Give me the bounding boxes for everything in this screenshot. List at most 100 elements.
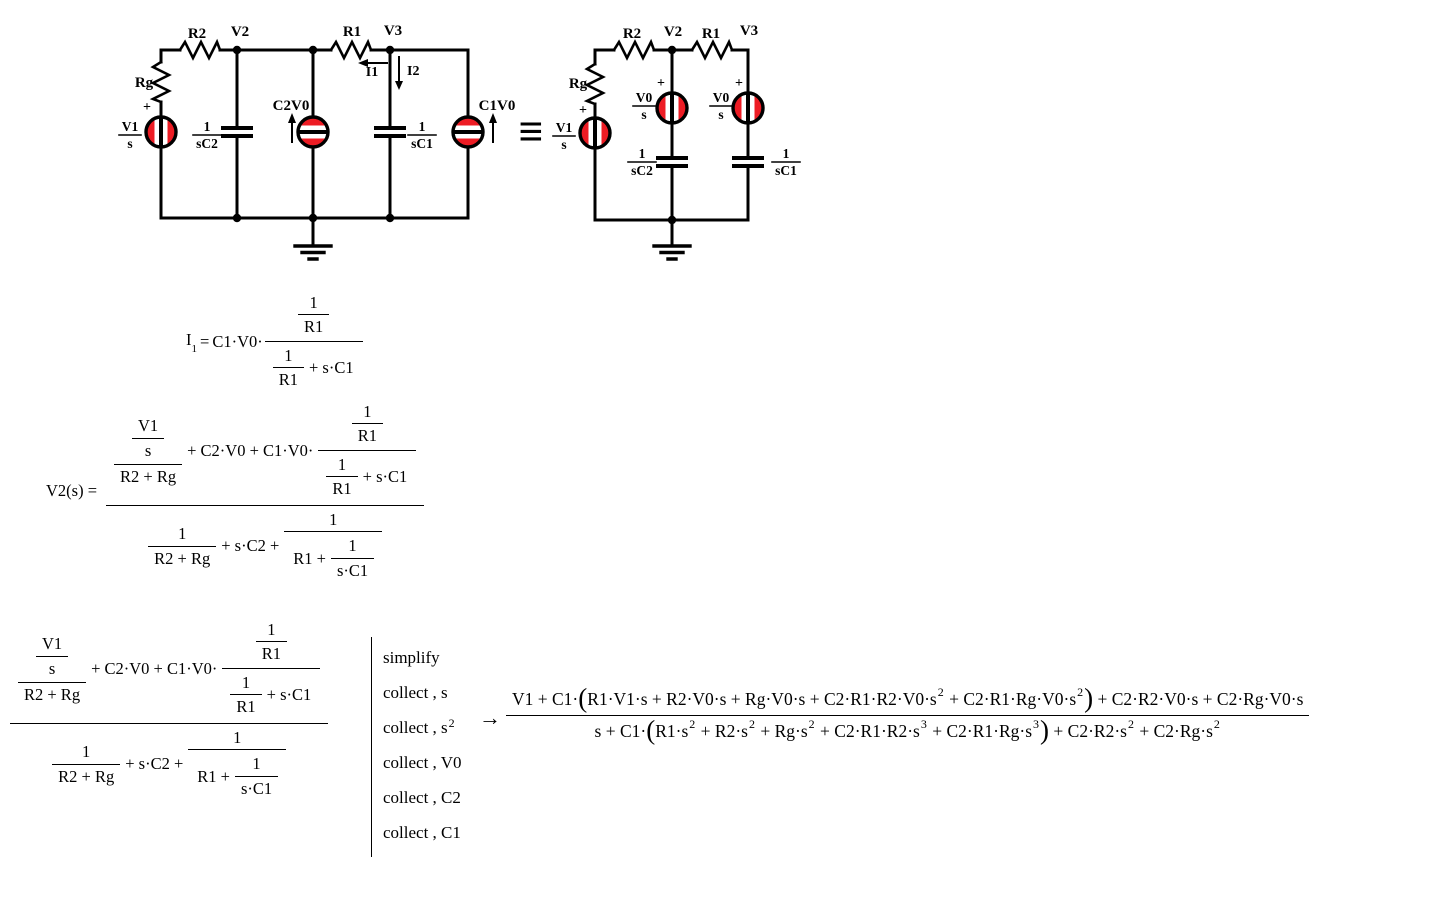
voltage-source-v1s: [146, 116, 176, 148]
plus-sign: +: [657, 76, 665, 91]
result-numerator: V1 + C1·(R1·V1·s + R2·V0·s + Rg·V0·s + C…: [506, 684, 1309, 715]
plus-sign: +: [143, 100, 151, 115]
superscript: 3: [1033, 717, 1040, 732]
label-c2v0: C2V0: [273, 98, 310, 114]
superscript: 2: [689, 717, 696, 732]
big-paren: (: [578, 683, 588, 713]
keyword-simplify[interactable]: simplify: [383, 646, 442, 667]
label-c1v0: C1V0: [479, 98, 516, 114]
equivalence-symbol: ≡: [518, 107, 543, 156]
equals-sign: =: [200, 331, 210, 351]
arrow-i2: [395, 56, 403, 90]
superscript: 2: [1127, 717, 1134, 732]
big-paren: ): [1040, 715, 1050, 745]
superscript: 3: [920, 717, 927, 732]
resistor-rg: [583, 62, 606, 106]
resistor-r1: [690, 38, 734, 61]
keyword-superscript: [461, 786, 463, 800]
keyword-collect-s2[interactable]: collect , s2: [383, 716, 455, 737]
superscript: 2: [808, 717, 815, 732]
superscript: 2: [1077, 685, 1084, 700]
keyword-superscript: [462, 751, 464, 765]
arrow-c2v0: [288, 113, 296, 143]
keyword-collect-s[interactable]: collect , s: [383, 683, 448, 702]
svg-text:sC2: sC2: [196, 136, 218, 151]
label-v0-over-s-right: V0 s: [709, 90, 733, 122]
big-fraction: V1 s R2 + Rg + C2·V0 + C1·V0· 1 R1 1: [10, 614, 329, 804]
keyword-collect-c2[interactable]: collect , C2: [383, 786, 463, 807]
arrow-i1: [358, 59, 388, 67]
equation-i1[interactable]: I1 = C1·V0· 1 R1 1 R1 + s·C1: [186, 289, 365, 394]
svg-text:V1: V1: [556, 120, 573, 135]
label-r1: R1: [343, 24, 361, 40]
math-token: + C2·Rg·s: [1134, 721, 1213, 742]
voltage-source-v0s-right: [733, 92, 763, 124]
capacitor-c2: [221, 126, 253, 138]
result-expression[interactable]: V1 + C1·(R1·V1·s + R2·V0·s + Rg·V0·s + C…: [504, 684, 1311, 747]
keyword-superscript: [461, 821, 463, 835]
label-rg: Rg: [569, 76, 588, 92]
resistor-r2: [178, 38, 222, 61]
keyword-collect-v0[interactable]: collect , V0: [383, 751, 464, 772]
math-token: + R2·s: [696, 721, 748, 742]
math-token: + C2·R2·V0·s + C2·Rg·V0·s: [1093, 689, 1304, 710]
svg-text:V0: V0: [713, 90, 730, 105]
svg-text:sC1: sC1: [411, 136, 433, 151]
svg-text:1: 1: [783, 146, 790, 161]
svg-text:1: 1: [204, 119, 211, 134]
svg-text:s: s: [641, 107, 646, 122]
voltage-source-v0s-left: [657, 92, 687, 124]
capacitor-c1: [374, 126, 406, 138]
node-dots: [232, 45, 395, 223]
voltage-source-v1s: [580, 117, 610, 149]
svg-text:sC1: sC1: [775, 163, 797, 178]
label-v3: V3: [740, 23, 758, 39]
current-source-c1v0: [452, 117, 484, 147]
label-v0-over-s-left: V0 s: [632, 90, 656, 122]
keyword-stack: simplify collect , s collect , s2 collec…: [371, 637, 464, 857]
svg-text:s: s: [127, 136, 132, 151]
i1-subscript: 1: [191, 343, 198, 356]
label-i2: I2: [407, 64, 419, 79]
svg-text:sC2: sC2: [631, 163, 653, 178]
label-v1-over-s: V1 s: [118, 119, 142, 151]
resistor-r2: [612, 38, 656, 61]
ground-symbol: [652, 244, 692, 261]
node-dots: [667, 45, 677, 225]
label-r2: R2: [623, 26, 641, 42]
wires: [593, 48, 750, 247]
label-v1-over-s: V1 s: [552, 120, 576, 152]
big-paren: (: [646, 715, 656, 745]
plus-sign: +: [735, 76, 743, 91]
equation-v2s[interactable]: V2(s) = V1 s R2 + Rg + C2·V0 + C1·V0·: [46, 396, 426, 586]
resistor-r1: [329, 38, 373, 61]
math-token: + C2·R2·s: [1049, 721, 1127, 742]
label-1-over-sc2: 1 sC2: [627, 146, 657, 178]
i1-fraction: 1 R1 1 R1 + s·C1: [264, 289, 363, 394]
v2s-lhs: V2(s) =: [46, 481, 98, 501]
label-v2: V2: [664, 24, 682, 40]
math-token: + Rg·s: [755, 721, 808, 742]
resistor-rg: [149, 60, 172, 104]
keyword-superscript: [440, 646, 442, 660]
circuit-right: R2 V2 R1 V3 Rg + + + V1 s V0 s V0 s 1 sC…: [552, 23, 801, 261]
svg-text:s: s: [561, 137, 566, 152]
svg-text:1: 1: [419, 119, 426, 134]
math-token: V1 + C1·: [512, 689, 579, 710]
ground-symbol: [293, 244, 333, 261]
keyword-collect-c1[interactable]: collect , C1: [383, 821, 463, 842]
i1-lhs: I1: [186, 329, 198, 356]
capacitor-c1: [732, 156, 764, 168]
capacitor-c2: [656, 156, 688, 168]
equation-simplify-lhs[interactable]: V1 s R2 + Rg + C2·V0 + C1·V0· 1 R1 1: [8, 614, 330, 804]
label-v3: V3: [384, 23, 402, 39]
big-fraction: V1 s R2 + Rg + C2·V0 + C1·V0· 1 R1: [106, 396, 425, 586]
current-source-c2v0: [297, 117, 329, 147]
svg-text:s: s: [718, 107, 723, 122]
superscript: 2: [937, 685, 944, 700]
label-rg: Rg: [135, 75, 154, 91]
label-1-over-sc2: 1 sC2: [192, 119, 222, 151]
big-paren: ): [1084, 683, 1094, 713]
